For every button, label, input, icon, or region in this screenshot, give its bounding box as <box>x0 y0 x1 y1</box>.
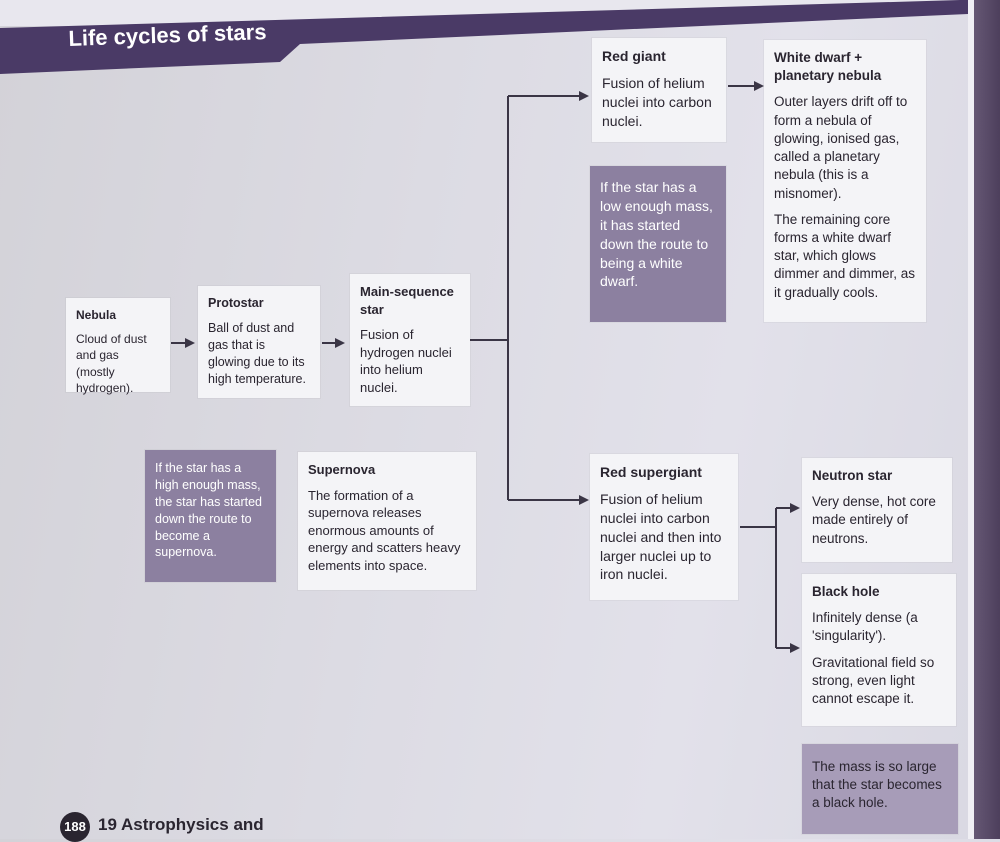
box-heading: Main-sequence star <box>360 284 454 317</box>
box-text: If the star has a high enough mass, the … <box>155 461 263 560</box>
box-supernova: Supernova The formation of a supernova r… <box>298 452 476 590</box>
chapter-footer: 19 Astrophysics and <box>98 815 264 835</box>
next-page-edge <box>968 0 1000 839</box>
box-text: Infinitely dense (a 'singularity'). <box>812 610 918 644</box>
box-text: The formation of a supernova releases en… <box>308 487 461 573</box>
box-text: Fusion of helium nuclei into carbon nucl… <box>600 490 722 583</box>
box-nebula: Nebula Cloud of dust and gas (mostly hyd… <box>66 298 170 395</box>
connector-supergiant-branch <box>740 508 777 648</box>
box-red-supergiant: Red supergiant Fusion of helium nuclei i… <box>590 454 738 600</box>
box-text: Gravitational field so strong, even ligh… <box>812 654 935 707</box>
box-heading: Neutron star <box>812 468 893 483</box>
box-white-dwarf: White dwarf + planetary nebula Outer lay… <box>764 40 926 322</box>
box-text: Outer layers drift off to form a nebula … <box>774 94 908 201</box>
box-text: Ball of dust and gas that is glowing due… <box>208 320 306 386</box>
box-text: Fusion of helium nuclei into carbon nucl… <box>602 74 712 129</box>
box-heading: Nebula <box>76 308 117 322</box>
box-main-sequence-star: Main-sequence star Fusion of hydrogen nu… <box>350 274 470 406</box>
box-high-mass-note: If the star has a high enough mass, the … <box>145 450 276 582</box>
box-heading: Red supergiant <box>600 464 702 480</box>
page-number: 188 <box>60 812 90 842</box>
chapter-number: 19 <box>98 815 117 834</box>
box-text: Very dense, hot core made entirely of ne… <box>812 494 936 546</box>
box-black-hole-note: The mass is so large that the star becom… <box>802 744 958 834</box>
box-black-hole: Black hole Infinitely dense (a 'singular… <box>802 574 956 726</box>
box-neutron-star: Neutron star Very dense, hot core made e… <box>802 458 952 562</box>
chapter-title: Astrophysics and <box>121 815 264 834</box>
box-red-giant: Red giant Fusion of helium nuclei into c… <box>592 38 726 142</box>
connector-main-sequence-branch <box>470 96 509 500</box>
box-heading: Supernova <box>308 462 376 477</box>
box-text: Cloud of dust and gas (mostly hydrogen). <box>76 332 147 395</box>
box-protostar: Protostar Ball of dust and gas that is g… <box>198 286 320 398</box>
box-text: The remaining core forms a white dwarf s… <box>774 211 916 300</box>
box-text: Fusion of hydrogen nuclei into helium nu… <box>360 327 452 395</box>
box-heading: White dwarf + planetary nebula <box>774 50 882 84</box>
box-heading: Black hole <box>812 584 880 599</box>
box-text: The mass is so large that the star becom… <box>812 759 942 811</box>
box-heading: Red giant <box>602 48 666 64</box>
box-heading: Protostar <box>208 296 264 310</box>
box-low-mass-note: If the star has a low enough mass, it ha… <box>590 166 726 322</box>
box-text: If the star has a low enough mass, it ha… <box>600 179 713 290</box>
